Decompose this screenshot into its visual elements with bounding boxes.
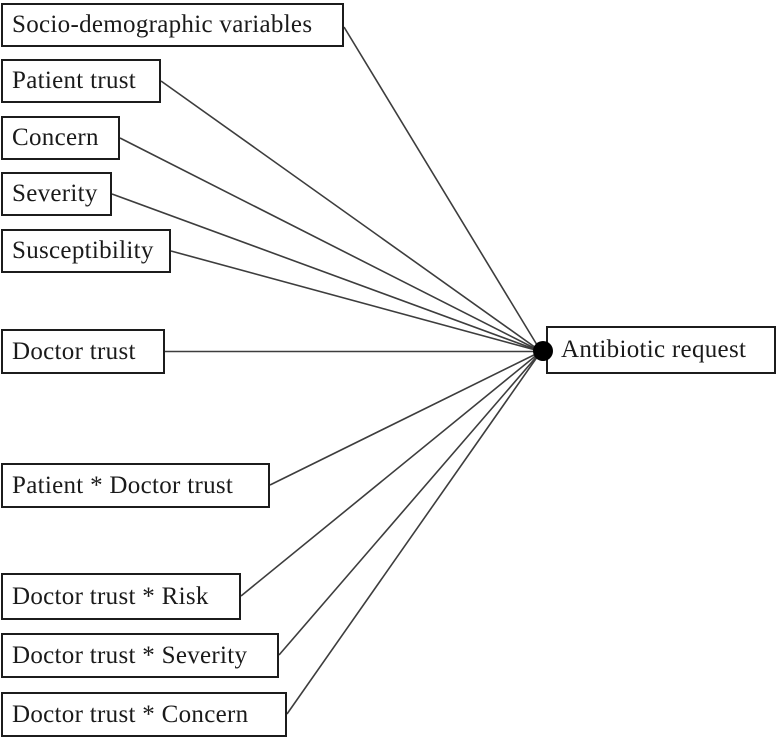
predictor-label: Doctor trust * Concern <box>12 700 249 728</box>
predictor-label: Concern <box>12 124 99 151</box>
edge-patient-x-doctor-trust-to-outcome <box>269 350 542 486</box>
predictor-box-doctor-trust-x-severity: Doctor trust * Severity <box>1 633 279 678</box>
outcome-label: Antibiotic request <box>561 336 747 363</box>
predictor-label: Severity <box>12 180 98 207</box>
predictor-box-doctor-trust-x-concern: Doctor trust * Concern <box>1 692 287 737</box>
edge-doctor-trust-x-concern-to-outcome <box>286 351 542 715</box>
edge-severity-to-outcome <box>111 193 542 353</box>
predictor-box-doctor-trust: Doctor trust <box>1 329 165 374</box>
convergence-dot <box>533 341 553 361</box>
edge-concern-to-outcome <box>119 137 542 353</box>
predictor-label: Doctor trust <box>12 337 136 365</box>
edge-socio-demographic-to-outcome <box>343 26 542 352</box>
predictor-label: Doctor trust * Severity <box>12 641 248 669</box>
predictor-box-socio-demographic-variables: Socio-demographic variables <box>1 3 344 47</box>
predictor-box-severity: Severity <box>1 172 112 216</box>
outcome-box-antibiotic-request: Antibiotic request <box>546 326 776 374</box>
predictor-label: Socio-demographic variables <box>12 11 313 38</box>
predictor-label: Patient trust <box>12 67 137 94</box>
predictor-box-susceptibility: Susceptibility <box>1 229 171 273</box>
predictor-label: Susceptibility <box>12 237 154 264</box>
edge-susceptibility-to-outcome <box>170 250 542 353</box>
edge-patient-trust-to-outcome <box>160 80 542 353</box>
predictor-box-patient-trust: Patient trust <box>1 59 161 103</box>
predictor-box-concern: Concern <box>1 116 120 160</box>
predictor-label: Doctor trust * Risk <box>12 582 209 610</box>
predictor-box-doctor-trust-x-risk: Doctor trust * Risk <box>1 573 241 620</box>
edge-doctor-trust-x-severity-to-outcome <box>278 350 542 656</box>
predictor-box-patient-x-doctor-trust: Patient * Doctor trust <box>1 463 270 508</box>
predictor-label: Patient * Doctor trust <box>12 471 234 499</box>
edge-doctor-trust-x-risk-to-outcome <box>240 350 542 597</box>
